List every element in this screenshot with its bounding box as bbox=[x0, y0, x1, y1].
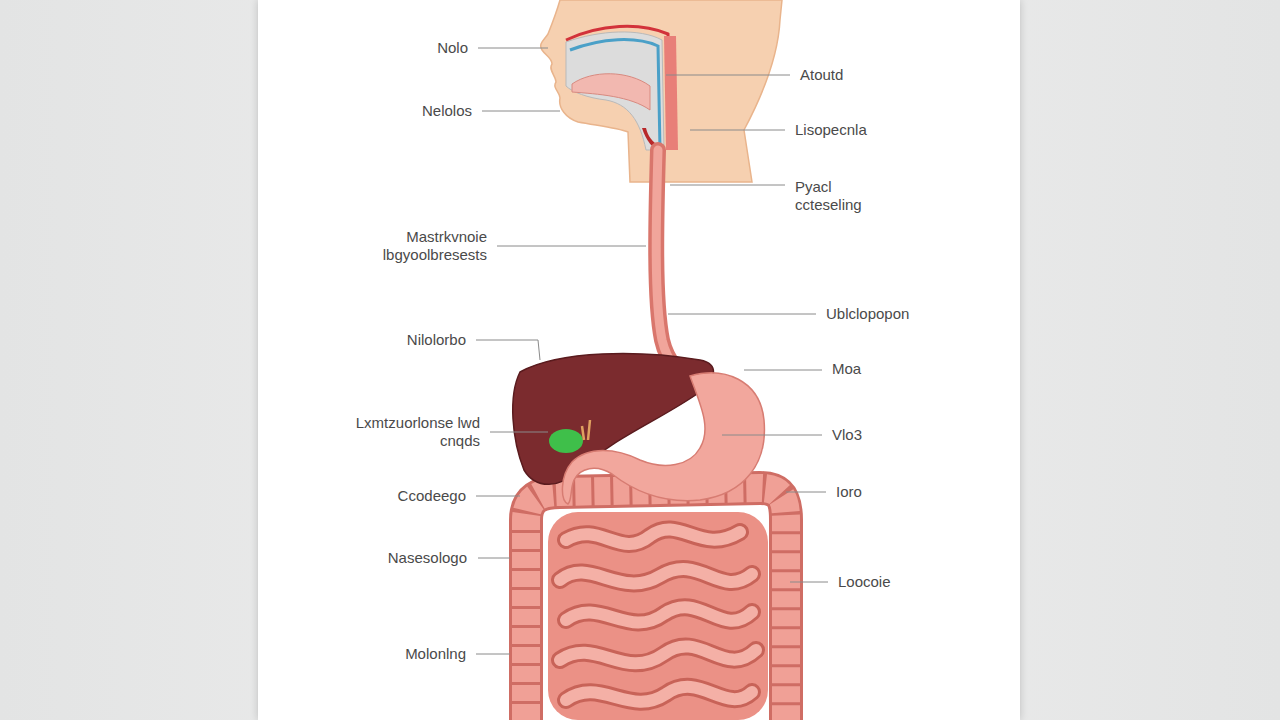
pharynx bbox=[664, 36, 678, 150]
part-label: Ublclopopon bbox=[826, 305, 909, 323]
leader-line bbox=[476, 496, 520, 497]
nasal-line-red bbox=[566, 26, 672, 150]
large-intestine bbox=[526, 488, 786, 720]
leader-lines bbox=[476, 48, 828, 654]
part-label: Lxmtzuorlonse lwd cnqds bbox=[355, 414, 480, 450]
part-label: Nasesologo bbox=[388, 549, 467, 567]
leader-line bbox=[490, 432, 548, 433]
part-label: Lisopecnla bbox=[795, 121, 867, 139]
leader-line bbox=[670, 185, 785, 186]
large-intestine-fill bbox=[526, 488, 786, 720]
leader-line bbox=[478, 48, 548, 49]
leader-line bbox=[690, 130, 785, 131]
gallbladder bbox=[549, 429, 583, 453]
leader-line bbox=[668, 314, 816, 315]
part-label: Loocoie bbox=[838, 573, 891, 591]
tongue bbox=[572, 74, 650, 110]
leader-line bbox=[744, 370, 822, 371]
part-label: Moa bbox=[832, 360, 861, 378]
leader-line bbox=[478, 558, 510, 559]
leader-line bbox=[476, 340, 540, 360]
part-label: Atoutd bbox=[800, 66, 843, 84]
part-label: Pyacl ccteseling bbox=[795, 178, 885, 214]
part-label: Nolo bbox=[437, 39, 468, 57]
leader-line bbox=[666, 75, 790, 76]
leader-line bbox=[482, 111, 560, 112]
stomach bbox=[562, 373, 764, 504]
leader-line bbox=[722, 435, 822, 436]
leader-line bbox=[497, 246, 646, 247]
leader-line bbox=[790, 582, 828, 583]
small-intestine-coils-light bbox=[560, 529, 756, 701]
small-intestine-bed bbox=[548, 512, 768, 720]
oral-cavity bbox=[566, 32, 664, 150]
leader-line bbox=[476, 654, 510, 655]
part-label: Nilolorbo bbox=[407, 331, 466, 349]
part-label: Ioro bbox=[836, 483, 862, 501]
part-label: Nelolos bbox=[422, 102, 472, 120]
part-label: Mastrkvnoie lbgyoolbresests bbox=[362, 228, 487, 264]
leader-line bbox=[786, 492, 826, 493]
part-label: Molonlng bbox=[405, 645, 466, 663]
part-label: Ccodeego bbox=[398, 487, 466, 505]
bile-duct bbox=[582, 420, 590, 440]
part-label: Vlo3 bbox=[832, 426, 862, 444]
small-intestine-coils bbox=[560, 529, 756, 701]
